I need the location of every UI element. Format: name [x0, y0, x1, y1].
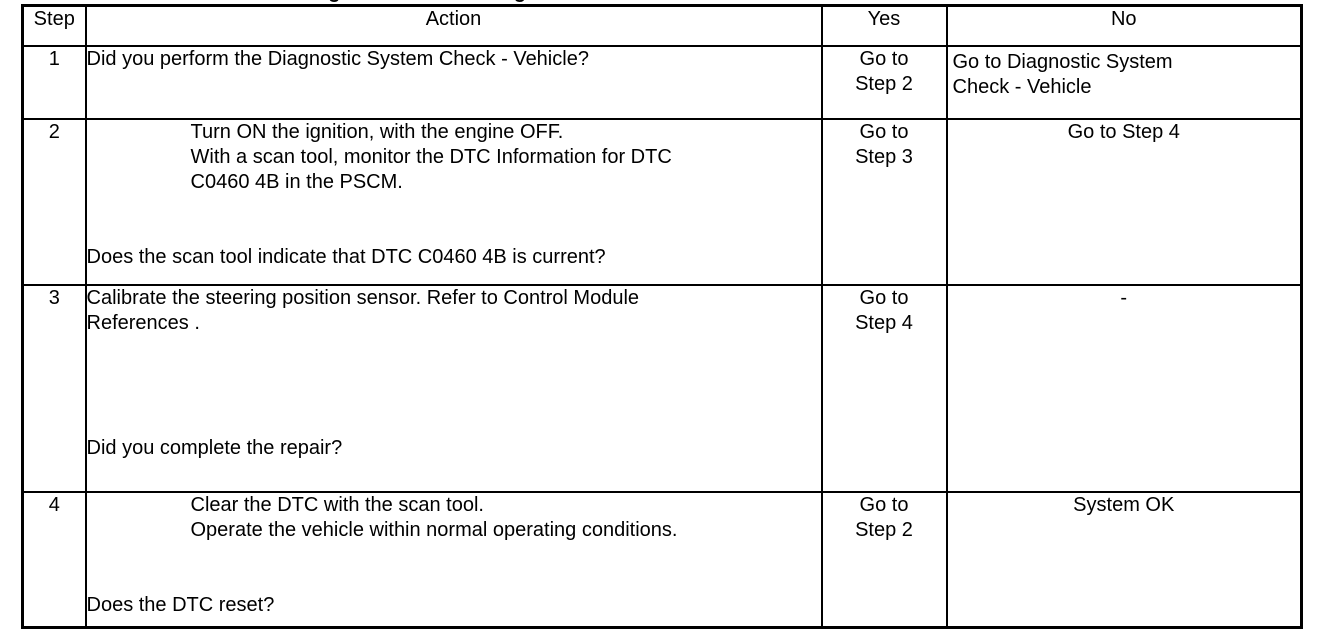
no-result-line: -: [1120, 287, 1128, 309]
action-line: With a scan tool, monitor the DTC Inform…: [190, 146, 672, 168]
no-result-line: Go to Diagnostic System: [952, 51, 1173, 73]
action-line: References .: [86, 312, 200, 334]
yes-result-cell: Go to Step 4: [820, 284, 948, 493]
no-result-line: System OK: [1073, 494, 1175, 516]
action-line: Calibrate the steering position sensor. …: [86, 287, 640, 309]
step-number-cell: 1: [21, 45, 87, 120]
no-result-cell: -: [945, 284, 1303, 493]
action-line: Did you perform the Diagnostic System Ch…: [86, 48, 589, 70]
action-line: Operate the vehicle within normal operat…: [190, 519, 678, 541]
step-number-cell: 3: [21, 284, 87, 493]
clipped-document-title: DTC C0460 4B : Steering Wheel Position S…: [21, 0, 1300, 4]
action-cell: Clear the DTC with the scan tool. Operat…: [84, 491, 823, 629]
yes-result-cell: Go to Step 2: [820, 491, 948, 629]
table-row: 4 Clear the DTC with the scan tool. Oper…: [21, 491, 1303, 629]
diagnostic-table-container: Step Action Yes No 1 Did you perform the…: [21, 4, 1303, 629]
yes-result-line: Step 3: [855, 146, 913, 168]
table-header-row: Step Action Yes No: [21, 4, 1303, 47]
step-number-cell: 4: [21, 491, 87, 629]
action-question-line: Does the DTC reset?: [86, 594, 275, 616]
column-header-action: Action: [84, 4, 823, 47]
table-body: 1 Did you perform the Diagnostic System …: [21, 45, 1303, 629]
action-cell: Turn ON the ignition, with the engine OF…: [84, 118, 823, 286]
no-result-cell: Go to Diagnostic System Check - Vehicle: [945, 45, 1303, 120]
table-row: 2 Turn ON the ignition, with the engine …: [21, 118, 1303, 286]
action-line: Clear the DTC with the scan tool.: [190, 494, 484, 516]
no-result-cell: System OK: [945, 491, 1303, 629]
yes-result-line: Go to: [859, 48, 909, 70]
column-header-yes: Yes: [820, 4, 948, 47]
table-row: 1 Did you perform the Diagnostic System …: [21, 45, 1303, 120]
diagnostic-steps-table: Step Action Yes No 1 Did you perform the…: [21, 4, 1303, 629]
no-result-line: Go to Step 4: [1067, 121, 1180, 143]
step-number-cell: 2: [21, 118, 87, 286]
action-cell: Did you perform the Diagnostic System Ch…: [84, 45, 823, 120]
yes-result-line: Step 4: [855, 312, 913, 334]
yes-result-line: Step 2: [855, 73, 913, 95]
column-header-no: No: [945, 4, 1303, 47]
action-question-line: Does the scan tool indicate that DTC C04…: [86, 246, 606, 268]
yes-result-line: Go to: [859, 121, 909, 143]
action-question-line: Did you complete the repair?: [86, 437, 343, 459]
yes-result-line: Go to: [859, 287, 909, 309]
column-header-step: Step: [21, 4, 87, 47]
action-line: Turn ON the ignition, with the engine OF…: [190, 121, 564, 143]
yes-result-line: Step 2: [855, 519, 913, 541]
action-cell: Calibrate the steering position sensor. …: [84, 284, 823, 493]
no-result-line: Check - Vehicle: [952, 76, 1092, 98]
yes-result-cell: Go to Step 3: [820, 118, 948, 286]
table-row: 3 Calibrate the steering position sensor…: [21, 284, 1303, 493]
no-result-cell: Go to Step 4: [945, 118, 1303, 286]
yes-result-cell: Go to Step 2: [820, 45, 948, 120]
clipped-document-title-text: DTC C0460 4B : Steering Wheel Position S…: [106, 0, 555, 4]
yes-result-line: Go to: [859, 494, 909, 516]
table-header: Step Action Yes No: [21, 4, 1303, 47]
action-line: C0460 4B in the PSCM.: [190, 171, 403, 193]
